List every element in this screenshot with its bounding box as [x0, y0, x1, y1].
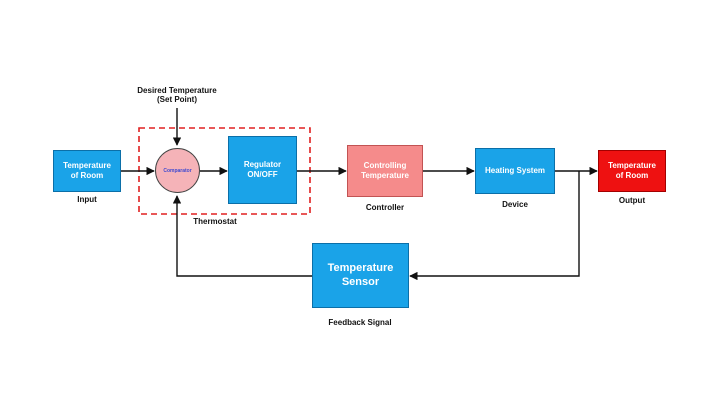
output-label: Output — [618, 196, 646, 205]
output-box: Temperature of Room — [598, 150, 666, 192]
thermostat-label: Thermostat — [193, 217, 237, 226]
regulator-line2: ON/OFF — [247, 170, 278, 179]
regulator-line1: Regulator — [243, 160, 282, 170]
feedback-line-to-sensor — [409, 171, 580, 281]
device-box-text: Heating System — [484, 166, 546, 176]
feedback-label: Feedback Signal — [328, 318, 392, 327]
input-box: Temperature of Room — [53, 150, 121, 192]
feedback-line-to-comparator — [172, 195, 312, 277]
sensor-box: Temperature Sensor — [312, 243, 409, 308]
device-box: Heating System — [475, 148, 555, 194]
controller-label: Controller — [365, 203, 405, 212]
regulator-box: Regulator ON/OFF — [228, 136, 297, 204]
sensor-box-line2: Sensor — [341, 275, 380, 288]
sensor-box-line1: Temperature — [327, 262, 394, 275]
output-box-line2: of Room — [615, 171, 649, 180]
setpoint-label: Desired Temperature (Set Point) — [118, 86, 236, 104]
setpoint-label-line2: (Set Point) — [157, 95, 197, 105]
setpoint-label-line1: Desired Temperature — [137, 86, 217, 95]
comparator-label: Comparator — [163, 167, 192, 174]
controller-box-line2: Temperature — [361, 171, 409, 180]
device-label: Device — [502, 200, 528, 209]
input-box-line2: of Room — [70, 171, 104, 180]
input-label: Input — [77, 195, 97, 204]
controller-box-line1: Controlling — [363, 161, 407, 171]
input-box-line1: Temperature — [63, 161, 111, 171]
controller-box: Controlling Temperature — [347, 145, 423, 197]
output-box-line1: Temperature — [608, 161, 656, 171]
comparator-circle: Comparator — [155, 148, 200, 193]
